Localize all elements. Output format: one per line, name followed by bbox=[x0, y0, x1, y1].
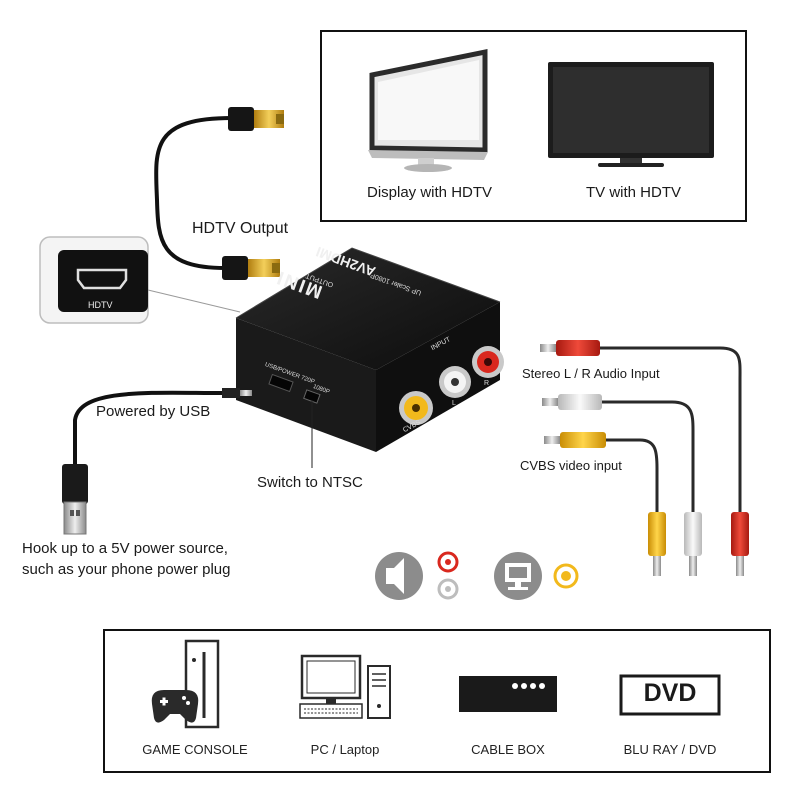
rca-jack-yellow bbox=[399, 391, 433, 425]
power-source-line1: Hook up to a 5V power source, bbox=[22, 540, 228, 557]
rca-jack-red bbox=[472, 346, 504, 378]
stereo-input-label: Stereo L / R Audio Input bbox=[522, 366, 660, 381]
dvd-player-icon bbox=[619, 674, 721, 716]
pc-laptop-icon bbox=[299, 654, 391, 719]
monitor-icon bbox=[368, 48, 488, 172]
source-label-dvd: BLU RAY / DVD bbox=[623, 742, 717, 757]
powered-by-usb-label: Powered by USB bbox=[96, 403, 211, 420]
hdmi-port-inset bbox=[39, 236, 241, 324]
hdtv-output-label: HDTV Output bbox=[192, 220, 289, 237]
switch-ntsc-label: Switch to NTSC bbox=[257, 474, 363, 491]
speaker-icon bbox=[375, 552, 423, 600]
rca-jack-white bbox=[439, 366, 471, 398]
display-frame bbox=[320, 30, 747, 222]
usb-cable bbox=[62, 388, 252, 535]
hdmi-cable bbox=[154, 107, 284, 280]
sources-frame bbox=[103, 629, 771, 773]
audio-jack-pair-icon bbox=[437, 551, 459, 600]
video-monitor-icon bbox=[494, 552, 542, 600]
dvd-badge: DVD bbox=[643, 679, 697, 707]
av2hdmi-converter bbox=[235, 247, 504, 452]
game-console-icon bbox=[151, 639, 220, 729]
tv-label: TV with HDTV bbox=[586, 184, 682, 201]
source-label-pc-laptop: PC / Laptop bbox=[310, 742, 380, 757]
rca-cable-white bbox=[542, 394, 702, 576]
hdmi-port-label: HDTV bbox=[88, 300, 113, 310]
monitor-label: Display with HDTV bbox=[367, 184, 493, 201]
rca-cable-red bbox=[540, 340, 749, 576]
source-label-game-console: GAME CONSOLE bbox=[142, 742, 248, 757]
video-jack-icon bbox=[553, 563, 579, 589]
cable-box-icon bbox=[459, 676, 557, 712]
tv-icon bbox=[548, 62, 714, 167]
converter-r-label: R bbox=[484, 380, 490, 387]
converter-l-label: L bbox=[452, 400, 456, 407]
rca-cable-yellow bbox=[544, 432, 666, 576]
cvbs-input-label: CVBS video input bbox=[520, 458, 622, 473]
source-label-cable-box: CABLE BOX bbox=[471, 742, 545, 757]
power-source-line2: such as your phone power plug bbox=[22, 561, 231, 578]
